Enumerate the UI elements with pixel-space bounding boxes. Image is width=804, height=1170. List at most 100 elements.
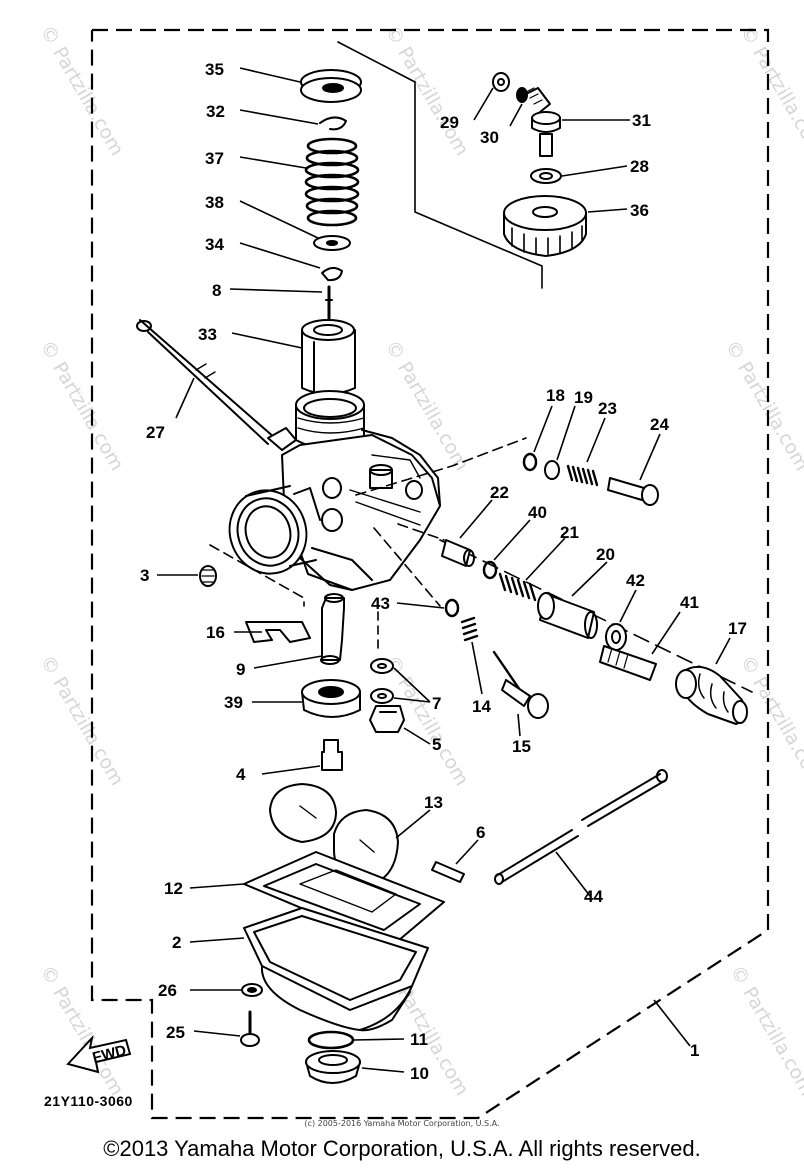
part-38-plate (313, 235, 351, 251)
callout-number: 31 (632, 111, 651, 130)
part-42-nut (605, 623, 627, 651)
callout-number: 6 (476, 823, 485, 842)
assembly-border (90, 28, 770, 1120)
callout-number: 10 (410, 1064, 429, 1083)
callout-number: 15 (512, 737, 531, 756)
part-5-jet (369, 705, 405, 733)
callout-number: 18 (546, 386, 565, 405)
callout-number: 32 (206, 102, 225, 121)
callout-number: 12 (164, 879, 183, 898)
callout-labels: 35 32 37 38 34 8 33 27 29 30 31 28 36 18… (140, 60, 747, 1083)
part-41-nut (599, 645, 657, 681)
part-44-pipes (494, 769, 668, 885)
callout-number: 44 (584, 887, 603, 906)
part-carburetor-body (228, 390, 441, 591)
callout-number: 37 (205, 149, 224, 168)
callout-number: 43 (371, 594, 390, 613)
callout-number: 38 (205, 193, 224, 212)
leader-lines (157, 67, 731, 1073)
callout-number: 27 (146, 423, 165, 442)
part-31-adjuster (531, 111, 561, 157)
callout-number: 4 (236, 765, 246, 784)
watermark: © Partzilla.com (36, 962, 128, 1100)
part-7-washer (370, 658, 394, 704)
part-22-jet (441, 539, 475, 567)
reference-line (355, 437, 527, 496)
callout-number: 17 (728, 619, 747, 638)
part-17-boot (675, 665, 748, 725)
callout-number: 22 (490, 483, 509, 502)
part-11-o-ring (307, 1030, 355, 1050)
callout-number: 2 (172, 933, 181, 952)
callout-number: 40 (528, 503, 547, 522)
callout-number: 3 (140, 566, 149, 585)
part-40-o-ring (482, 560, 498, 580)
part-3-screw (199, 565, 217, 587)
part-18-o-ring (522, 452, 538, 472)
diagram-code: 21Y110-3060 (44, 1093, 133, 1109)
callout-number: 41 (680, 593, 699, 612)
reference-line (397, 523, 445, 541)
watermark: © Partzilla.com (36, 337, 128, 475)
part-30-elbow (516, 87, 551, 113)
callout-number: 33 (198, 325, 217, 344)
callout-number: 19 (574, 388, 593, 407)
watermark: © Partzilla.com (736, 652, 804, 790)
part-9-needle-jet (320, 593, 345, 665)
part-28-washer (530, 168, 562, 184)
part-32-clip (319, 116, 347, 131)
callout-number: 28 (630, 157, 649, 176)
part-34-clip (321, 267, 343, 282)
callout-number: 25 (166, 1023, 185, 1042)
part-10-drain-plug (305, 1050, 361, 1084)
part-25-screw (240, 1010, 260, 1047)
part-23-spring (566, 464, 599, 487)
callout-number: 26 (158, 981, 177, 1000)
watermark-layer: © Partzilla.com © Partzilla.com © Partzi… (36, 22, 804, 1100)
part-36-top-cap (503, 195, 587, 257)
callout-number: 36 (630, 201, 649, 220)
part-15-screw (492, 650, 549, 719)
callout-number: 7 (432, 694, 441, 713)
callout-number: 13 (424, 793, 443, 812)
reference-line (337, 41, 543, 289)
part-26-washer (241, 983, 263, 997)
small-copyright: (c) 2005-2016 Yamaha Motor Corporation, … (304, 1119, 500, 1128)
watermark: © Partzilla.com (36, 652, 128, 790)
callout-number: 21 (560, 523, 579, 542)
callout-number: 35 (205, 60, 224, 79)
part-2-float-bowl (243, 907, 429, 1032)
part-35-washer (300, 69, 362, 103)
part-39-ring (301, 679, 361, 718)
part-37-spring (304, 137, 360, 227)
callout-number: 30 (480, 128, 499, 147)
watermark: © Partzilla.com (36, 22, 128, 160)
part-29-cap-nut (492, 72, 510, 92)
callout-number: 5 (432, 735, 441, 754)
watermark: © Partzilla.com (381, 22, 473, 160)
callout-number: 11 (410, 1030, 428, 1049)
part-19-washer (544, 460, 560, 480)
reference-line (373, 527, 441, 607)
part-33-throttle-valve (301, 319, 356, 395)
watermark: © Partzilla.com (726, 962, 804, 1100)
copyright-notice: ©2013 Yamaha Motor Corporation, U.S.A. A… (103, 1136, 701, 1161)
reference-line (209, 544, 305, 607)
callout-number: 23 (598, 399, 617, 418)
part-14-spring (460, 616, 479, 642)
callout-number: 34 (205, 235, 224, 254)
callout-number: 24 (650, 415, 669, 434)
callout-number: 39 (224, 693, 243, 712)
part-27-vent-tube (136, 319, 276, 445)
callout-number: 8 (212, 281, 221, 300)
callout-number: 1 (690, 1041, 699, 1060)
watermark: © Partzilla.com (721, 337, 804, 475)
part-20-plunger (537, 592, 598, 639)
part-24-screw (607, 477, 659, 506)
watermark: © Partzilla.com (736, 22, 804, 160)
callout-number: 16 (206, 623, 225, 642)
part-43-o-ring (444, 598, 460, 618)
part-6-pin (431, 861, 465, 883)
callout-number: 9 (236, 660, 245, 679)
